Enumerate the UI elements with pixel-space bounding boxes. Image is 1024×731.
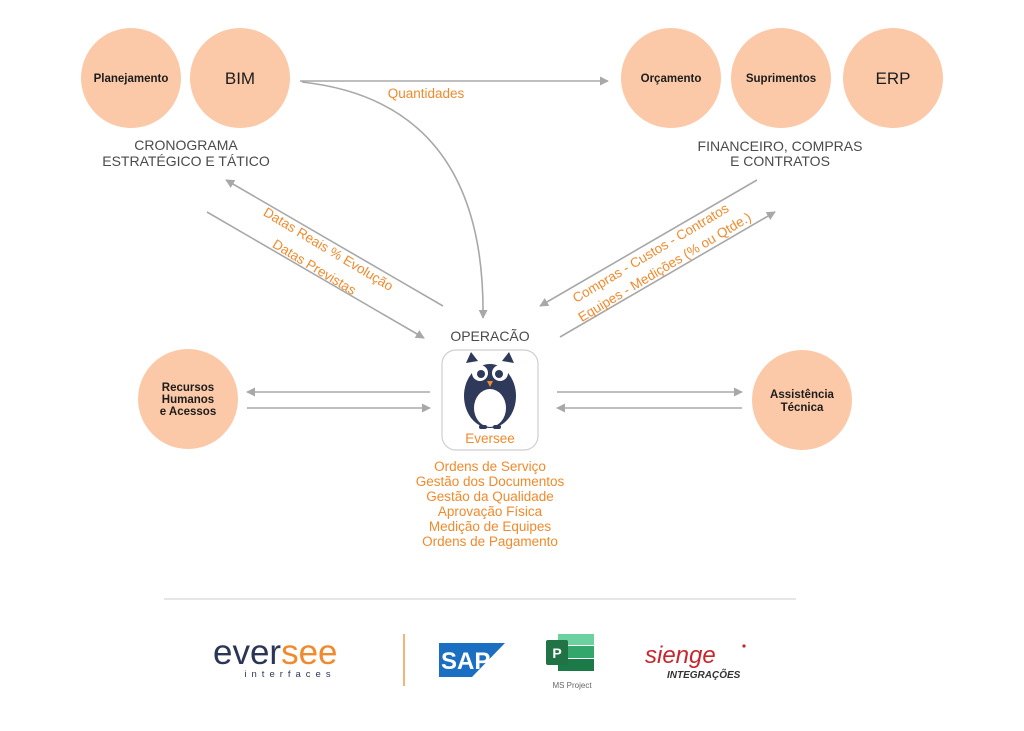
arrow-operacao-to-financeiro: [559, 211, 776, 338]
node-suprimentos-label: Suprimentos: [746, 73, 816, 85]
sienge-sub-text: INTEGRAÇÕES: [667, 668, 741, 681]
node-erp-label: ERP: [876, 69, 911, 88]
node-erp: ERP: [843, 28, 943, 128]
feature-item: Medição de Equipes: [429, 519, 552, 534]
node-planejamento-label: Planejamento: [94, 73, 169, 85]
node-at-label-1: Assistência: [770, 389, 835, 401]
feature-item: Gestão dos Documentos: [416, 474, 565, 489]
node-at-label-2: Técnica: [781, 402, 824, 414]
caption-operacao: OPERACÃO: [450, 328, 529, 344]
feature-item: Ordens de Serviço: [434, 459, 546, 474]
node-recursos-humanos: Recursos Humanos e Acessos: [138, 349, 238, 449]
node-suprimentos: Suprimentos: [731, 28, 831, 128]
feature-item: Gestão da Qualidade: [426, 489, 554, 504]
ms-project-logo: P MS Project: [546, 634, 594, 690]
ms-project-letter: P: [552, 645, 561, 661]
logo-ever-text: ever: [213, 633, 281, 672]
node-planejamento: Planejamento: [81, 28, 181, 128]
node-assistencia-tecnica: Assistência Técnica: [752, 350, 852, 450]
arrow-cronograma-to-operacao: [206, 211, 425, 339]
edge-label-compras: Compras - Custos - Contratos: [570, 200, 732, 305]
sap-logo: SAP: [439, 643, 505, 677]
edge-label-equipes: Equipes - Medições (% ou Qtde.): [576, 210, 754, 325]
eversee-label: Eversee: [465, 431, 515, 446]
caption-financeiro-1: FINANCEIRO, COMPRAS: [698, 138, 863, 154]
caption-cronograma-2: ESTRATÉGICO E TÁTICO: [102, 153, 270, 169]
sienge-logo: sienge INTEGRAÇÕES: [645, 642, 746, 681]
edge-label-quantidades: Quantidades: [388, 86, 465, 101]
owl-icon: [464, 352, 516, 429]
sap-logo-text: SAP: [441, 648, 490, 675]
logo-see-text: see: [281, 633, 337, 672]
node-orcamento: Orçamento: [621, 28, 721, 128]
node-rh-label-2: Humanos: [162, 394, 214, 406]
node-rh-label-1: Recursos: [162, 382, 214, 394]
caption-cronograma-1: CRONOGRAMA: [134, 137, 238, 153]
sienge-logo-text: sienge: [645, 642, 716, 669]
svg-text:eversee: eversee: [213, 633, 338, 672]
logo-interfaces-text: interfaces: [244, 669, 335, 680]
feature-item: Ordens de Pagamento: [422, 534, 558, 549]
eversee-interfaces-logo: eversee interfaces: [213, 633, 338, 680]
feature-item: Aprovação Física: [438, 504, 543, 519]
arrow-bim-to-operacao: [301, 81, 488, 319]
arrow-financeiro-to-operacao: [539, 179, 758, 307]
node-bim-label: BIM: [225, 69, 255, 88]
ms-project-caption: MS Project: [552, 681, 592, 690]
arrow-operacao-to-cronograma: [225, 179, 444, 307]
caption-financeiro-2: E CONTRATOS: [730, 153, 830, 169]
node-orcamento-label: Orçamento: [641, 73, 702, 85]
node-rh-label-3: e Acessos: [160, 406, 216, 418]
node-bim: BIM: [190, 28, 290, 128]
